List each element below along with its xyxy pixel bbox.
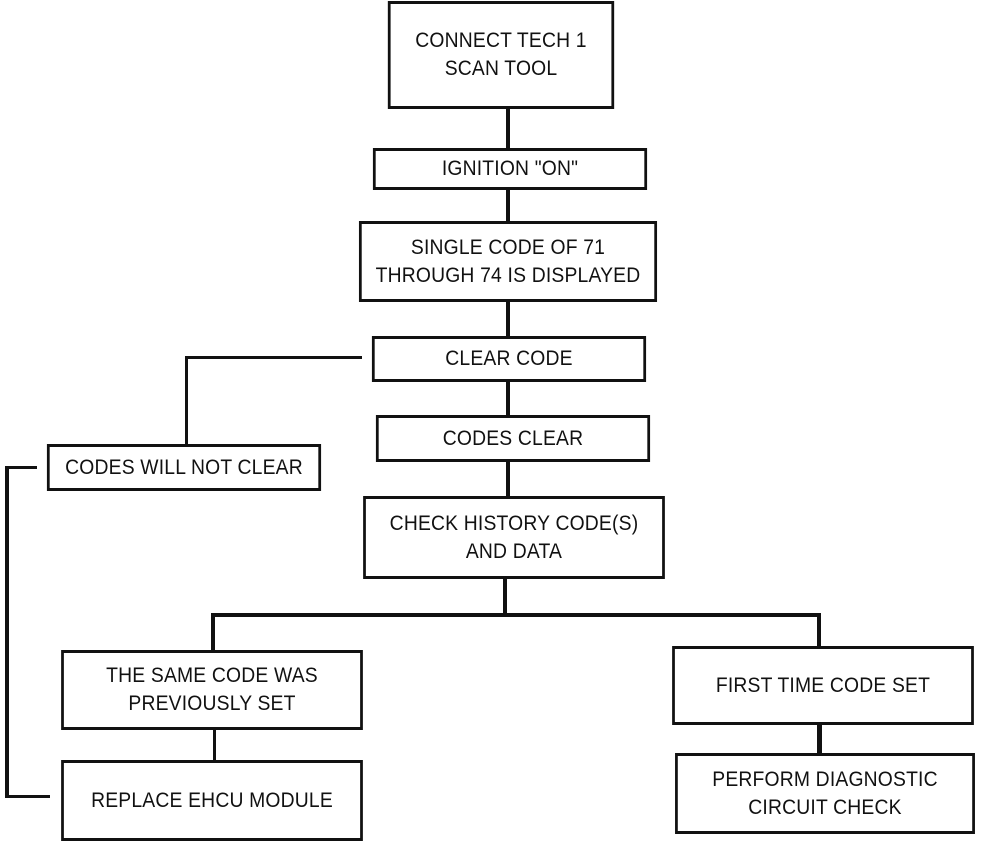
step-check-history-line-2: AND DATA xyxy=(465,539,563,563)
connector-split-horizontal xyxy=(211,613,821,617)
step-connect-tech1: CONNECT TECH 1 SCAN TOOL xyxy=(387,1,615,109)
step-ignition-line-1: IGNITION "ON" xyxy=(441,157,579,180)
step-replace-ehcu-line-1: REPLACE EHCU MODULE xyxy=(91,788,333,812)
step-replace-ehcu-module: REPLACE EHCU MODULE xyxy=(61,760,363,841)
connector-ignition-to-single-code xyxy=(506,188,510,223)
step-single-code: SINGLE CODE OF 71 THROUGH 74 IS DISPLAYE… xyxy=(358,221,658,302)
step-clear-code: CLEAR CODE xyxy=(371,336,647,382)
step-codes-clear-line-1: CODES CLEAR xyxy=(442,426,584,450)
step-single-code-line-2: THROUGH 74 IS DISPLAYED xyxy=(375,263,641,287)
connector-split-left-down xyxy=(211,613,215,652)
step-perform-diagnostic-line-1: PERFORM DIAGNOSTIC xyxy=(712,767,938,791)
step-first-time-line-1: FIRST TIME CODE SET xyxy=(715,673,931,697)
step-clear-code-line-1: CLEAR CODE xyxy=(445,347,573,370)
step-connect-line-1: CONNECT TECH 1 xyxy=(415,29,587,52)
step-check-history: CHECK HISTORY CODE(S) AND DATA xyxy=(363,496,665,579)
step-perform-diagnostic-line-2: CIRCUIT CHECK xyxy=(748,795,902,819)
step-single-code-line-1: SINGLE CODE OF 71 xyxy=(410,235,606,259)
connector-split-right-down xyxy=(817,613,821,648)
connector-single-code-to-clear-code xyxy=(506,300,510,338)
step-ignition-on: IGNITION "ON" xyxy=(372,148,648,190)
connector-left-rail xyxy=(5,466,9,798)
connector-will-not-clear-left xyxy=(5,466,37,469)
step-same-code-line-2: PREVIOUSLY SET xyxy=(128,692,296,715)
step-codes-will-not-clear: CODES WILL NOT CLEAR xyxy=(46,444,322,491)
step-same-code-line-1: THE SAME CODE WAS xyxy=(106,664,318,687)
connector-clear-code-to-codes-clear xyxy=(506,380,510,417)
step-codes-clear: CODES CLEAR xyxy=(375,415,651,462)
step-check-history-line-1: CHECK HISTORY CODE(S) xyxy=(389,511,639,535)
connector-connect-to-ignition xyxy=(506,108,510,150)
step-first-time-code-set: FIRST TIME CODE SET xyxy=(672,646,974,725)
step-codes-will-not-clear-line-1: CODES WILL NOT CLEAR xyxy=(65,455,303,479)
connector-rail-to-replace xyxy=(5,795,50,798)
connector-left-branch-down xyxy=(185,356,188,446)
step-connect-line-2: SCAN TOOL xyxy=(444,57,558,80)
connector-clear-code-left-branch xyxy=(185,356,362,359)
connector-first-time-to-perform xyxy=(817,723,822,755)
step-same-code-previously-set: THE SAME CODE WAS PREVIOUSLY SET xyxy=(61,650,363,730)
connector-same-code-to-replace xyxy=(213,728,216,762)
step-perform-diagnostic: PERFORM DIAGNOSTIC CIRCUIT CHECK xyxy=(675,753,975,834)
connector-history-stem xyxy=(503,577,507,615)
connector-codes-clear-to-history xyxy=(506,460,510,498)
